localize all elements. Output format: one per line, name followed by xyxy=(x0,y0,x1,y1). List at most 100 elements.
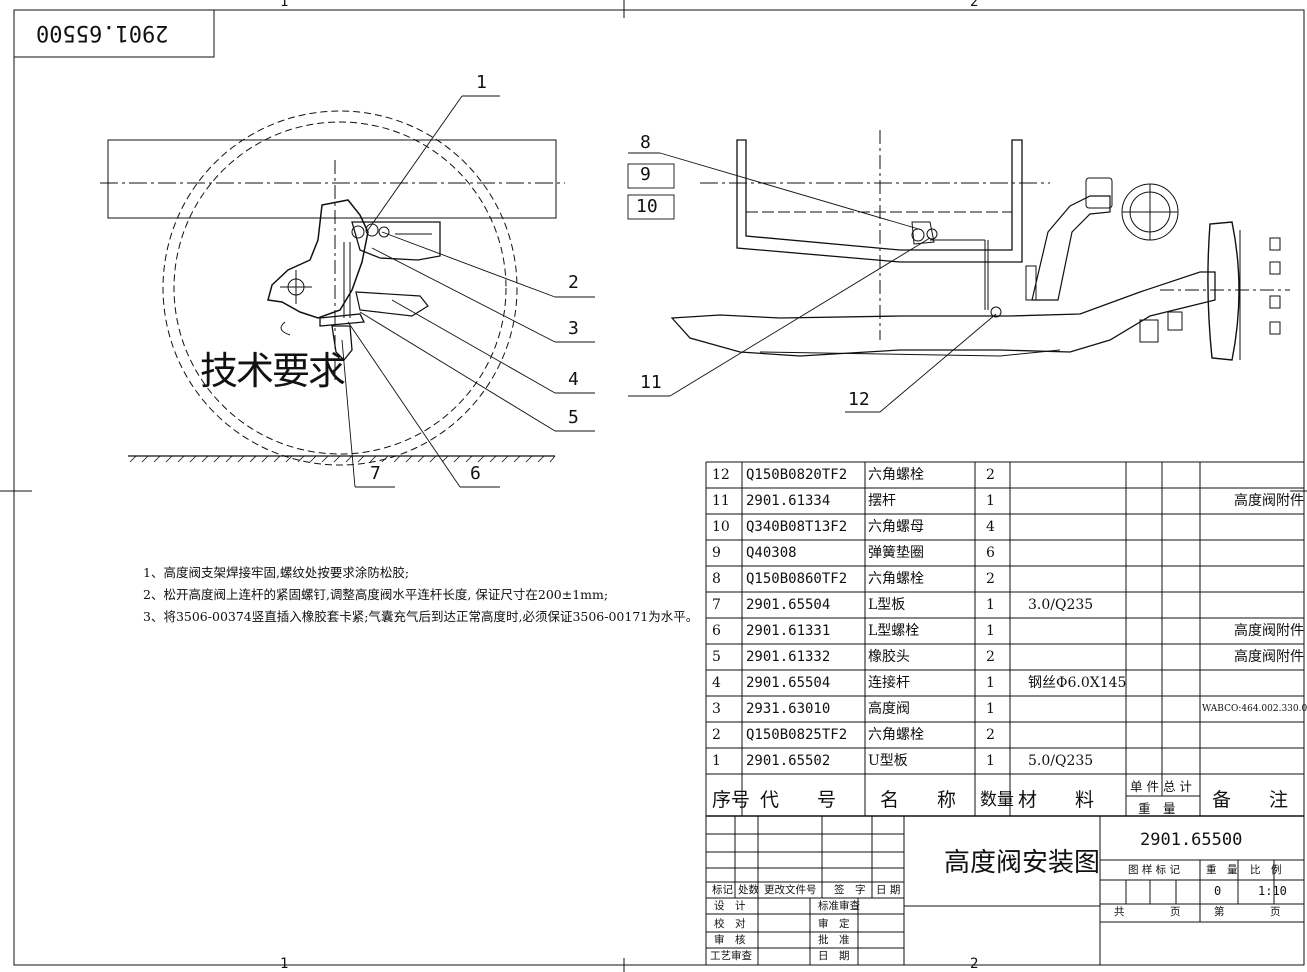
note-3: 3、将3506-00374竖直插入橡胶套卡紧;气囊充气后到达正常高度时,必须保证… xyxy=(143,609,699,624)
callout-11: 11 xyxy=(640,372,662,393)
bom-cell-no: 12 xyxy=(712,467,730,483)
bom-cell-no: 2 xyxy=(712,727,721,743)
label-sheets-total: 共 xyxy=(1114,906,1125,918)
bom-cell-code: Q340B08T13F2 xyxy=(746,519,848,535)
bom-header-code: 代 号 xyxy=(760,789,837,811)
bom-cell-code: Q150B0860TF2 xyxy=(746,571,848,587)
bom-cell-name: L型板 xyxy=(868,597,906,613)
rev-col-mark: 标记 xyxy=(712,884,733,896)
weight-value: 0 xyxy=(1214,884,1222,898)
label-design: 设 计 xyxy=(714,900,746,912)
label-stage: 图 样 标 记 xyxy=(1128,864,1181,876)
callout-2: 2 xyxy=(568,272,579,293)
zone-marker-top-right: 2 xyxy=(970,0,979,10)
callout-6: 6 xyxy=(470,463,481,484)
bom-header-name: 名 称 xyxy=(880,789,957,811)
rev-col-count: 处数 xyxy=(738,884,759,896)
bom-cell-material: 钢丝Φ6.0X145 xyxy=(1028,675,1127,691)
bom-cell-qty: 1 xyxy=(986,753,995,769)
bom-cell-code: 2931.63010 xyxy=(746,701,831,717)
bom-cell-qty: 2 xyxy=(986,467,995,483)
bom-cell-qty: 2 xyxy=(986,727,995,743)
bom-cell-material: 3.0/Q235 xyxy=(1028,597,1094,613)
drawing-title: 高度阀安装图 xyxy=(944,848,1101,878)
label-scale: 比 例 xyxy=(1250,864,1282,876)
rev-col-date: 日 期 xyxy=(876,884,901,896)
zone-marker-bottom-left: 1 xyxy=(280,956,289,972)
bom-cell-name: 六角螺母 xyxy=(868,519,924,535)
label-approve-2: 批 准 xyxy=(818,934,850,946)
bom-cell-no: 11 xyxy=(712,493,730,509)
bom-cell-no: 7 xyxy=(712,597,721,613)
label-check: 校 对 xyxy=(714,918,746,930)
bom-header-weight: 重 量 xyxy=(1138,801,1176,816)
label-approve-1: 审 定 xyxy=(818,918,850,930)
bom-cell-code: 2901.61331 xyxy=(746,623,831,639)
label-date: 日 期 xyxy=(818,950,850,962)
bom-cell-code: 2901.65502 xyxy=(746,753,831,769)
bom-cell-name: 六角螺栓 xyxy=(868,727,924,743)
rev-col-sign: 签 字 xyxy=(834,884,866,896)
bom-cell-qty: 1 xyxy=(986,623,995,639)
bom-cell-name: U型板 xyxy=(868,753,908,769)
bom-cell-name: 摆杆 xyxy=(868,493,896,509)
label-process: 工艺审查 xyxy=(710,950,752,962)
scale-value: 1:10 xyxy=(1258,884,1287,898)
bom-cell-code: 2901.65504 xyxy=(746,597,831,613)
callout-4: 4 xyxy=(568,369,579,390)
zone-marker-bottom-right: 2 xyxy=(970,956,979,972)
zone-marker-top-left: 1 xyxy=(280,0,289,10)
bom-cell-code: 2901.65504 xyxy=(746,675,831,691)
corner-drawing-code: 2901.65500 xyxy=(36,20,169,45)
bom-cell-remark: 高度阀附件 xyxy=(1234,493,1304,509)
label-sheets-total-page: 页 xyxy=(1170,906,1181,918)
callout-1: 1 xyxy=(476,72,487,93)
bom-cell-qty: 1 xyxy=(986,675,995,691)
bom-cell-remark: 高度阀附件 xyxy=(1234,649,1304,665)
bom-cell-qty: 2 xyxy=(986,649,995,665)
bom-header-unit-total: 单 件 总 计 xyxy=(1130,779,1192,794)
bom-header-remark: 备 注 xyxy=(1212,789,1289,811)
bom-cell-no: 4 xyxy=(712,675,721,691)
label-weight: 重 量 xyxy=(1206,864,1238,876)
bom-cell-qty: 6 xyxy=(986,545,995,561)
bom-cell-material: 5.0/Q235 xyxy=(1028,753,1094,769)
bom-cell-qty: 4 xyxy=(986,519,995,535)
bom-cell-code: Q150B0820TF2 xyxy=(746,467,848,483)
callout-10: 10 xyxy=(636,196,658,217)
bom-cell-code: 2901.61334 xyxy=(746,493,831,509)
callout-8: 8 xyxy=(640,132,651,153)
bom-cell-code: 2901.61332 xyxy=(746,649,831,665)
bom-cell-name: 六角螺栓 xyxy=(868,571,924,587)
callout-9: 9 xyxy=(640,164,651,185)
label-sheet-page: 页 xyxy=(1270,906,1281,918)
callout-3: 3 xyxy=(568,318,579,339)
bom-cell-no: 1 xyxy=(712,753,721,769)
bom-cell-no: 10 xyxy=(712,519,730,535)
bom-cell-name: 六角螺栓 xyxy=(868,467,924,483)
bom-cell-name: 橡胶头 xyxy=(868,649,910,665)
callout-5: 5 xyxy=(568,407,579,428)
bom-cell-name: 弹簧垫圈 xyxy=(868,545,924,561)
wheel-outline xyxy=(162,110,518,466)
bom-cell-no: 8 xyxy=(712,571,721,587)
bom-cell-qty: 2 xyxy=(986,571,995,587)
bom-header-material: 材 料 xyxy=(1018,789,1095,811)
bom-cell-qty: 1 xyxy=(986,493,995,509)
rev-col-doc: 更改文件号 xyxy=(764,884,817,896)
overlay-heading: 技术要求 xyxy=(200,349,346,393)
bom-header-qty: 数量 xyxy=(980,790,1014,810)
bom-cell-name: 连接杆 xyxy=(868,675,910,691)
label-std-review: 标准审查 xyxy=(818,900,860,912)
bom-cell-code: Q40308 xyxy=(746,545,797,561)
bom-cell-name: 高度阀 xyxy=(868,701,910,717)
note-1: 1、高度阀支架焊接牢固,螺纹处按要求涂防松胶; xyxy=(143,565,410,580)
bom-cell-remark: 高度阀附件 xyxy=(1234,623,1304,639)
callout-7: 7 xyxy=(370,463,381,484)
label-review: 审 核 xyxy=(714,934,746,946)
callout-12: 12 xyxy=(848,389,870,410)
bom-cell-no: 3 xyxy=(712,701,721,717)
bom-cell-qty: 1 xyxy=(986,597,995,613)
bom-cell-no: 5 xyxy=(712,649,721,665)
